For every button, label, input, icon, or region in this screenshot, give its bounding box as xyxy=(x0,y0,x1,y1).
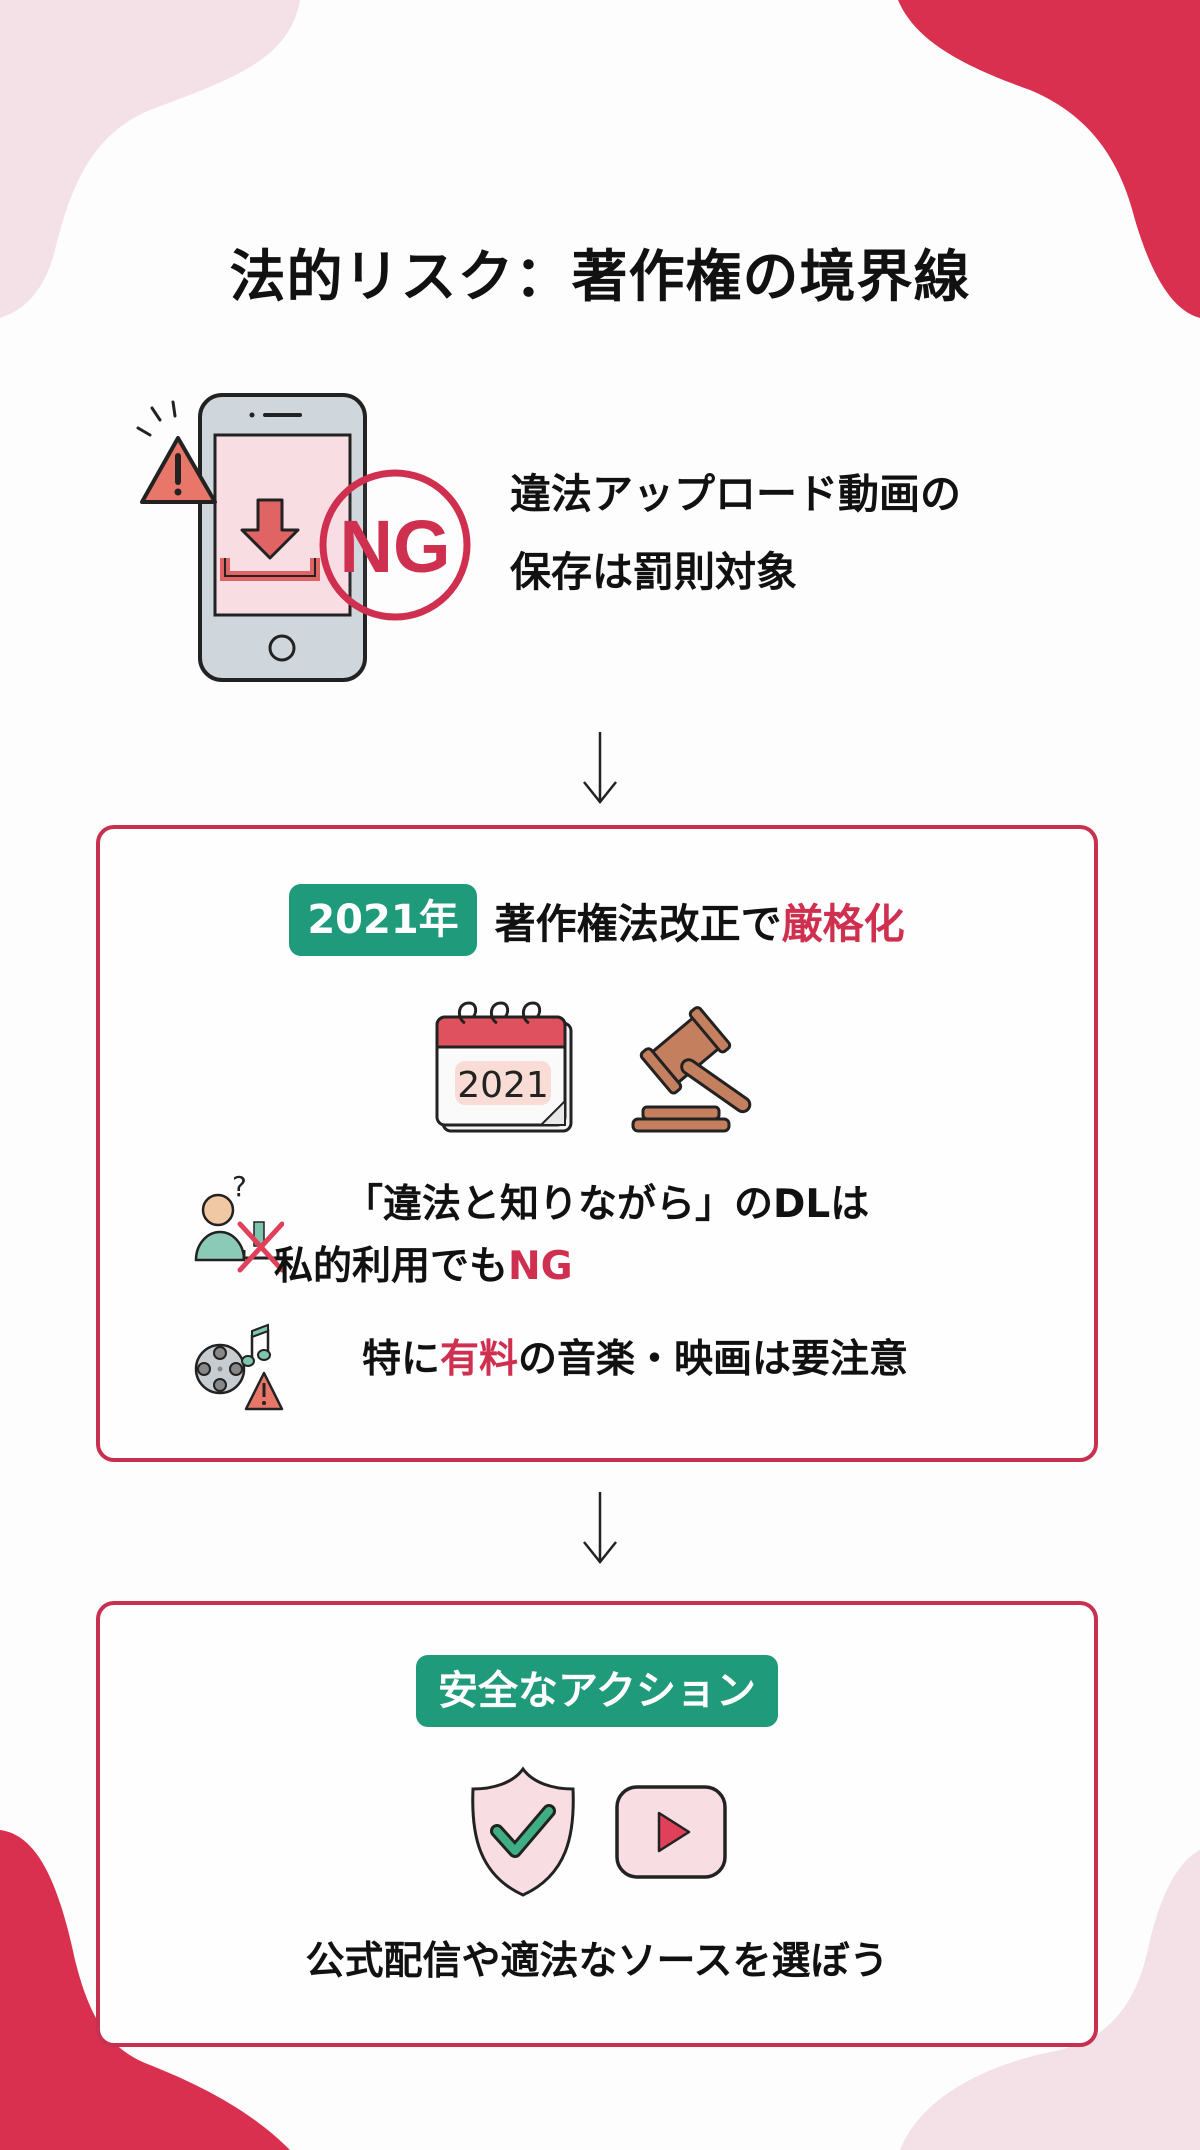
card2-headline: 安全なアクション xyxy=(100,1655,1094,1727)
heading-accent: 厳格化 xyxy=(781,900,905,948)
paid-accent: 有料 xyxy=(440,1337,519,1382)
blob-top-left xyxy=(0,0,300,318)
ng-accent: NG xyxy=(508,1244,573,1289)
person-download-crossed-icon: ? xyxy=(194,1174,284,1273)
safe-action-badge: 安全なアクション xyxy=(416,1655,778,1727)
svg-text:NG: NG xyxy=(340,505,451,588)
play-button-icon xyxy=(615,1785,727,1879)
gavel-icon xyxy=(631,1006,752,1133)
svg-text:?: ? xyxy=(232,1174,247,1203)
card2-icons xyxy=(100,1765,1094,1900)
blob-bottom-right xyxy=(900,1850,1200,2150)
list-item-paid-content: 特に有料の音楽・映画は要注意 xyxy=(194,1309,908,1419)
arrow-down-icon xyxy=(583,732,617,805)
hero-line-1: 違法アップロード動画の xyxy=(510,470,961,518)
card1-heading: 著作権法改正で厳格化 xyxy=(494,900,905,948)
safe-action-text: 公式配信や適法なソースを選ぼう xyxy=(305,1939,889,1984)
law-revision-card: 2021年 著作権法改正で厳格化 2021 ? xyxy=(96,825,1098,1462)
hero-text: 違法アップロード動画の 保存は罰則対象 xyxy=(510,455,1130,611)
page-title: 法的リスク：著作権の境界線 xyxy=(229,245,971,310)
year-badge: 2021年 xyxy=(289,884,477,956)
card1-headline: 2021年 著作権法改正で厳格化 xyxy=(100,884,1094,956)
svg-text:2021: 2021 xyxy=(457,1065,549,1106)
arrow-down-icon xyxy=(583,1492,617,1565)
hero-line-2: 保存は罰則対象 xyxy=(510,548,797,596)
card1-icons: 2021 xyxy=(100,989,1094,1139)
shield-check-icon xyxy=(471,1766,575,1897)
film-music-warning-icon xyxy=(194,1323,284,1411)
blob-bottom-left xyxy=(0,1830,290,2150)
calendar-icon: 2021 xyxy=(435,1001,573,1133)
phone-download-ng-icon: NG xyxy=(136,393,471,682)
blob-top-right xyxy=(898,0,1200,318)
item-2-text: 特に有料の音楽・映画は要注意 xyxy=(362,1337,909,1382)
list-item-knowing-download: ? 「違法と知りながら」のDLは 私的利用でもNG xyxy=(194,1174,869,1298)
safe-action-card: 安全なアクション 公式配信や適法なソースを選ぼう xyxy=(96,1601,1098,2047)
item-1-text: 「違法と知りながら」のDLは 私的利用でもNG xyxy=(274,1182,870,1289)
